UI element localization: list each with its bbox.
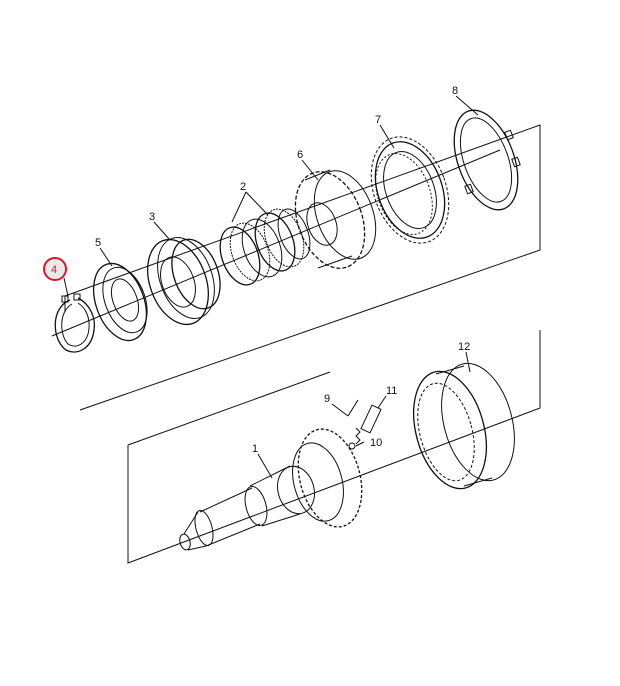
callout-4: 4 [51, 264, 57, 276]
parts-9-10-11-detent-assembly [348, 404, 382, 450]
callout-10: 10 [370, 437, 382, 449]
part-5-seal [92, 262, 148, 342]
callout-6: 6 [297, 149, 303, 161]
part-3-roller-bearing [147, 237, 221, 326]
callout-8: 8 [452, 85, 458, 97]
callout-7: 7 [375, 114, 381, 126]
part-7-synchro-ring [370, 136, 450, 244]
callout-11: 11 [386, 385, 397, 397]
part-12-sleeve [413, 362, 515, 490]
callout-2: 2 [240, 181, 246, 193]
upper-assembly-frame [64, 124, 541, 411]
callout-5: 5 [95, 237, 101, 249]
part-4-snap-ring [54, 293, 96, 353]
part-1-main-shaft [179, 428, 363, 551]
callout-9: 9 [324, 393, 330, 405]
leader-lines [63, 95, 479, 479]
callout-3: 3 [149, 211, 155, 223]
callout-1: 1 [252, 443, 258, 455]
lower-assembly-frame [127, 330, 541, 564]
part-2-needle-bearings [219, 208, 311, 286]
upper-axis-line [51, 149, 501, 337]
highlight-circle [43, 257, 67, 281]
callout-12: 12 [458, 341, 470, 353]
part-8-thrust-washer [453, 109, 521, 211]
callout-4-highlight[interactable]: 4 [43, 257, 67, 281]
